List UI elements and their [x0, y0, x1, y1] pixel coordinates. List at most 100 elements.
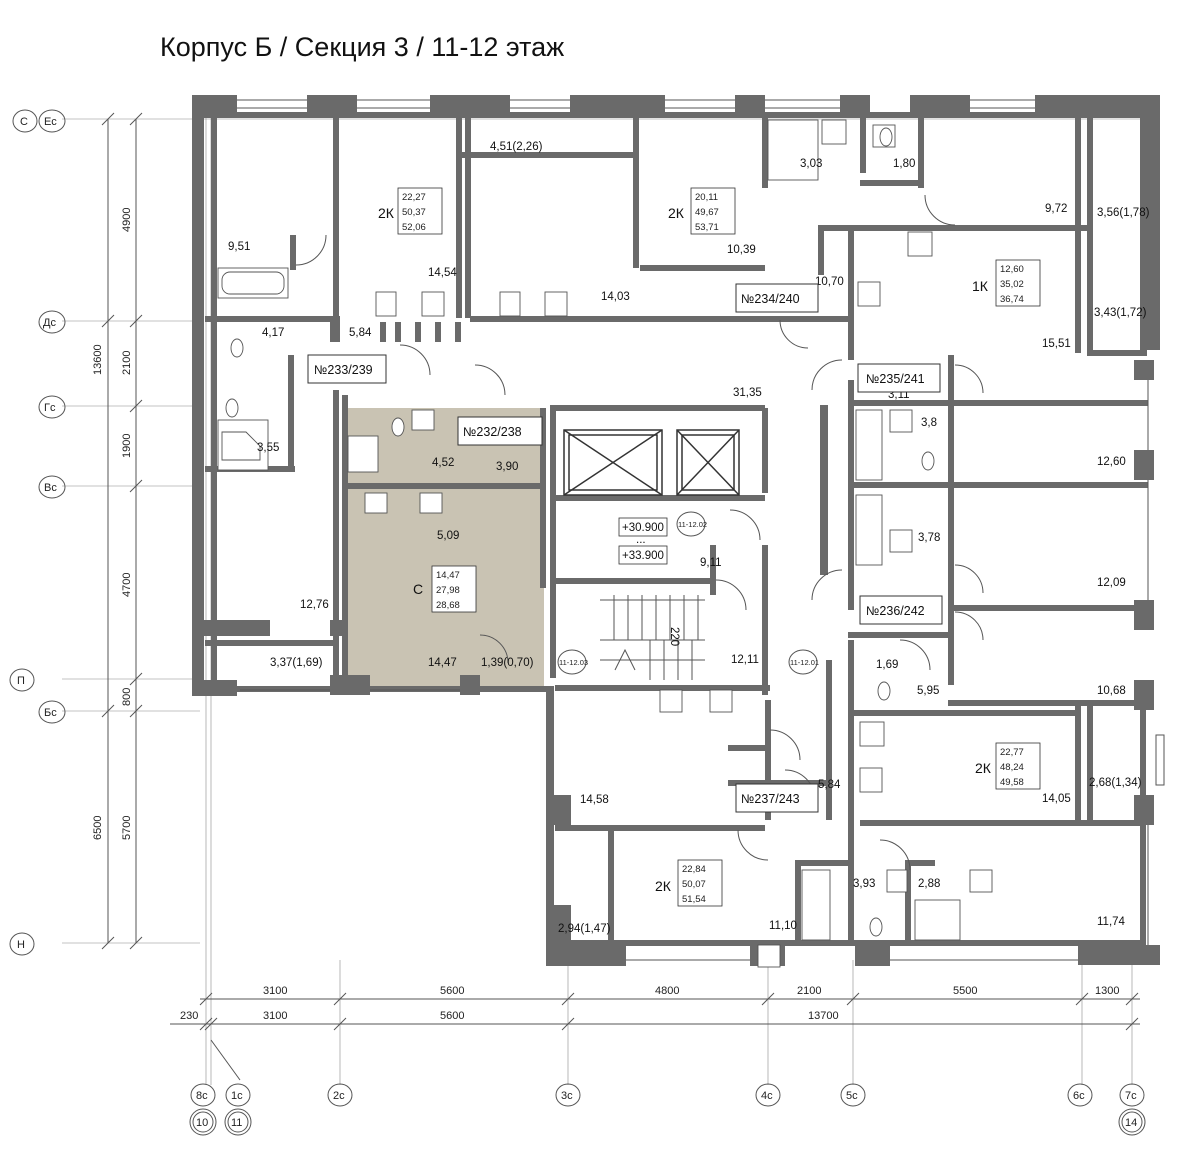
- left-axis-markers: С Ес Дс Гс Вс П Бс Н: [9, 109, 66, 956]
- staircase: [600, 595, 705, 680]
- unit-number: №237/243: [735, 783, 819, 813]
- apartment-info-boxes: 2К 22,27 50,37 52,06 2К 20,11 49,67 53,7…: [378, 187, 1041, 907]
- room-area: 10,68: [1097, 685, 1126, 697]
- unit-number: №235/241: [857, 363, 941, 393]
- walls: [192, 95, 1160, 966]
- room-area: 10,39: [727, 244, 756, 256]
- dim-label: 3100: [263, 985, 287, 997]
- axis-label: 5с: [846, 1090, 858, 1102]
- svg-text:53,71: 53,71: [695, 222, 719, 233]
- room-area: 1,69: [876, 659, 898, 671]
- svg-text:36,74: 36,74: [1000, 294, 1024, 305]
- axis-label: Гс: [44, 402, 56, 414]
- room-area: 4,51(2,26): [490, 141, 543, 153]
- room-area: 4,52: [432, 457, 454, 469]
- svg-text:22,84: 22,84: [682, 864, 706, 875]
- windows: [237, 99, 1165, 961]
- doors: [295, 194, 984, 871]
- svg-text:№237/243: №237/243: [741, 792, 800, 806]
- svg-text:1К: 1К: [972, 278, 989, 294]
- apartment-info: 2К 22,84 50,07 51,54: [655, 859, 723, 907]
- axis-label: С: [20, 116, 28, 128]
- dim-label: 1300: [1095, 985, 1119, 997]
- dim-label: 5600: [440, 985, 464, 997]
- axis-label: Бс: [44, 707, 57, 719]
- dim-label: 2100: [121, 351, 133, 375]
- room-area: 14,05: [1042, 793, 1071, 805]
- svg-text:2К: 2К: [668, 205, 685, 221]
- room-area: 3,90: [496, 461, 518, 473]
- svg-text:14,47: 14,47: [436, 570, 460, 581]
- axis-label: Н: [17, 939, 25, 951]
- apartment-info: 2К 22,27 50,37 52,06: [378, 187, 443, 235]
- axis-number: 11: [231, 1117, 242, 1129]
- axis-label: 4с: [761, 1090, 773, 1102]
- unit-number: №234/240: [735, 283, 819, 313]
- level-dots: ...: [636, 534, 646, 546]
- apartment-info: 2К 20,11 49,67 53,71: [668, 187, 736, 235]
- dim-label: 5600: [440, 1010, 464, 1022]
- room-area: 3,03: [800, 158, 822, 170]
- axis-number: 10: [196, 1117, 208, 1129]
- unit-number: №233/239: [307, 354, 387, 384]
- svg-text:№232/238: №232/238: [463, 425, 522, 439]
- bottom-axis-markers: 8с 1с 2с 3с 4с 5с 6с 7с 10 11 14: [189, 1039, 1146, 1136]
- stair-code: 11-12.01: [790, 658, 819, 667]
- svg-text:№235/241: №235/241: [866, 372, 925, 386]
- dim-label: 230: [180, 1010, 198, 1022]
- dim-label: 6500: [92, 816, 104, 840]
- axis-label: Дс: [43, 317, 56, 329]
- dim-label: 13700: [808, 1010, 839, 1022]
- room-area: 1,39(0,70): [481, 657, 534, 669]
- dim-label: 4800: [655, 985, 679, 997]
- room-area: 3,55: [257, 442, 279, 454]
- plan-title: Корпус Б / Секция 3 / 11-12 этаж: [160, 32, 564, 62]
- room-area: 3,8: [921, 417, 937, 429]
- room-area: 5,84: [818, 779, 841, 791]
- svg-text:12,60: 12,60: [1000, 264, 1024, 275]
- stair-code: 11-12.03: [559, 658, 588, 667]
- room-area: 11,10: [769, 920, 797, 932]
- room-area: 2,94(1,47): [558, 923, 611, 935]
- svg-text:2К: 2К: [655, 878, 672, 894]
- svg-text:51,54: 51,54: [682, 894, 706, 905]
- axis-label: 6с: [1073, 1090, 1085, 1102]
- dim-label: 3100: [263, 1010, 287, 1022]
- dim-label: 1900: [121, 434, 133, 458]
- level-upper: +33.900: [622, 550, 664, 562]
- svg-text:22,77: 22,77: [1000, 747, 1024, 758]
- axis-label: 8с: [196, 1090, 208, 1102]
- svg-text:2К: 2К: [975, 760, 992, 776]
- room-area: 5,95: [917, 685, 939, 697]
- room-area: 9,11: [700, 557, 722, 569]
- room-area: 12,76: [300, 599, 329, 611]
- svg-text:№234/240: №234/240: [741, 292, 800, 306]
- stair-label: 220: [668, 627, 680, 646]
- axis-label: 3с: [561, 1090, 573, 1102]
- dim-label: 4700: [121, 573, 133, 597]
- room-area: 4,17: [262, 327, 284, 339]
- svg-text:48,24: 48,24: [1000, 762, 1024, 773]
- room-area: 3,43(1,72): [1094, 307, 1147, 319]
- dim-label: 5700: [121, 816, 133, 840]
- apartment-info: 1К 12,60 35,02 36,74: [972, 259, 1041, 307]
- svg-text:2К: 2К: [378, 205, 395, 221]
- room-area: 2,88: [918, 878, 940, 890]
- room-area: 9,72: [1045, 203, 1067, 215]
- room-area: 11,74: [1097, 916, 1126, 928]
- svg-text:20,11: 20,11: [695, 192, 718, 203]
- room-area: 3,78: [918, 532, 940, 544]
- room-area: 14,54: [428, 267, 457, 279]
- room-area-labels: 9,51 14,54 4,17 5,84 3,55 12,76 3,37(1,6…: [228, 141, 1150, 935]
- svg-text:49,67: 49,67: [695, 207, 719, 218]
- dim-label: 4900: [121, 208, 133, 232]
- axis-label: 1с: [231, 1090, 243, 1102]
- svg-text:№236/242: №236/242: [866, 604, 925, 618]
- room-area: 12,60: [1097, 456, 1126, 468]
- unit-number: №232/238: [457, 416, 543, 446]
- axis-label: 2с: [333, 1090, 345, 1102]
- room-area: 3,37(1,69): [270, 657, 323, 669]
- svg-text:50,07: 50,07: [682, 879, 706, 890]
- dim-label: 13600: [92, 344, 104, 375]
- unit-number: №236/242: [859, 595, 943, 625]
